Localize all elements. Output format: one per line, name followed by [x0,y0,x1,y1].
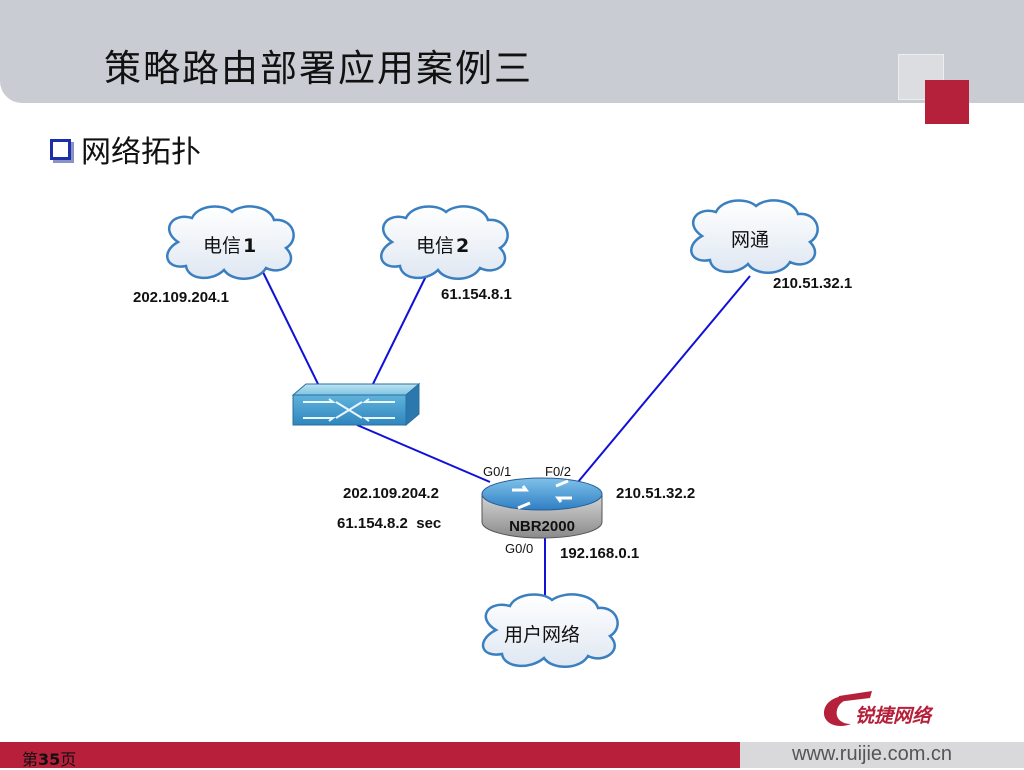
ip-telecom2: 61.154.8.1 [441,286,512,303]
page-number: 第35页 [22,746,76,770]
footer-url-panel [740,742,1024,768]
port-g00-label: G0/0 [505,541,533,556]
cloud-user-network-label: 用户网络 [504,624,580,646]
ip-router-g01-secondary: 61.154.8.2 sec [337,515,441,532]
ip-router-g01-primary: 202.109.204.2 [343,485,439,502]
router-name-label: NBR2000 [509,518,575,535]
cloud-netcom: 网通 [690,199,819,274]
checkbox-bullet-icon [50,138,71,160]
ip-netcom: 210.51.32.1 [773,275,852,292]
port-g01-label: G0/1 [483,464,511,479]
title-bar [0,0,1024,103]
decorative-red-square [925,80,969,124]
website-url[interactable]: www.ruijie.com.cn [792,743,953,765]
bullet-text: 网络拓扑 [81,135,201,170]
cloud-telecom1-number: 1 [243,235,256,257]
slide-title: 策略路由部署应用案例三 [104,47,533,90]
cloud-telecom2-label: 电信 [416,235,454,257]
router-icon: NBR2000 [481,477,603,539]
port-f02-label: F0/2 [545,464,571,479]
page-prefix: 第 [22,750,39,769]
ip-telecom1: 202.109.204.1 [133,289,229,306]
link-telecom1-switch [257,261,321,389]
bullet-heading: 网络拓扑 [50,127,201,171]
logo-text: 锐捷网络 [855,705,934,727]
link-switch-router [356,424,491,483]
cloud-telecom2: 电信 2 [380,205,509,280]
cloud-telecom1-label: 电信 [203,235,241,257]
page-suffix: 页 [60,750,77,769]
link-telecom2-switch [371,267,431,387]
page-number-value: 35 [38,750,61,769]
ip-router-f02: 210.51.32.2 [616,485,695,502]
cloud-telecom1: 电信 1 [166,205,295,280]
link-netcom-router [577,275,751,483]
cloud-telecom2-number: 2 [456,235,469,257]
ruijie-logo: 锐捷网络 [823,691,934,727]
cloud-user-network: 用户网络 [482,593,619,668]
switch-icon [291,382,421,427]
ip-router-g00: 192.168.0.1 [560,545,639,562]
cloud-netcom-label: 网通 [731,229,769,251]
